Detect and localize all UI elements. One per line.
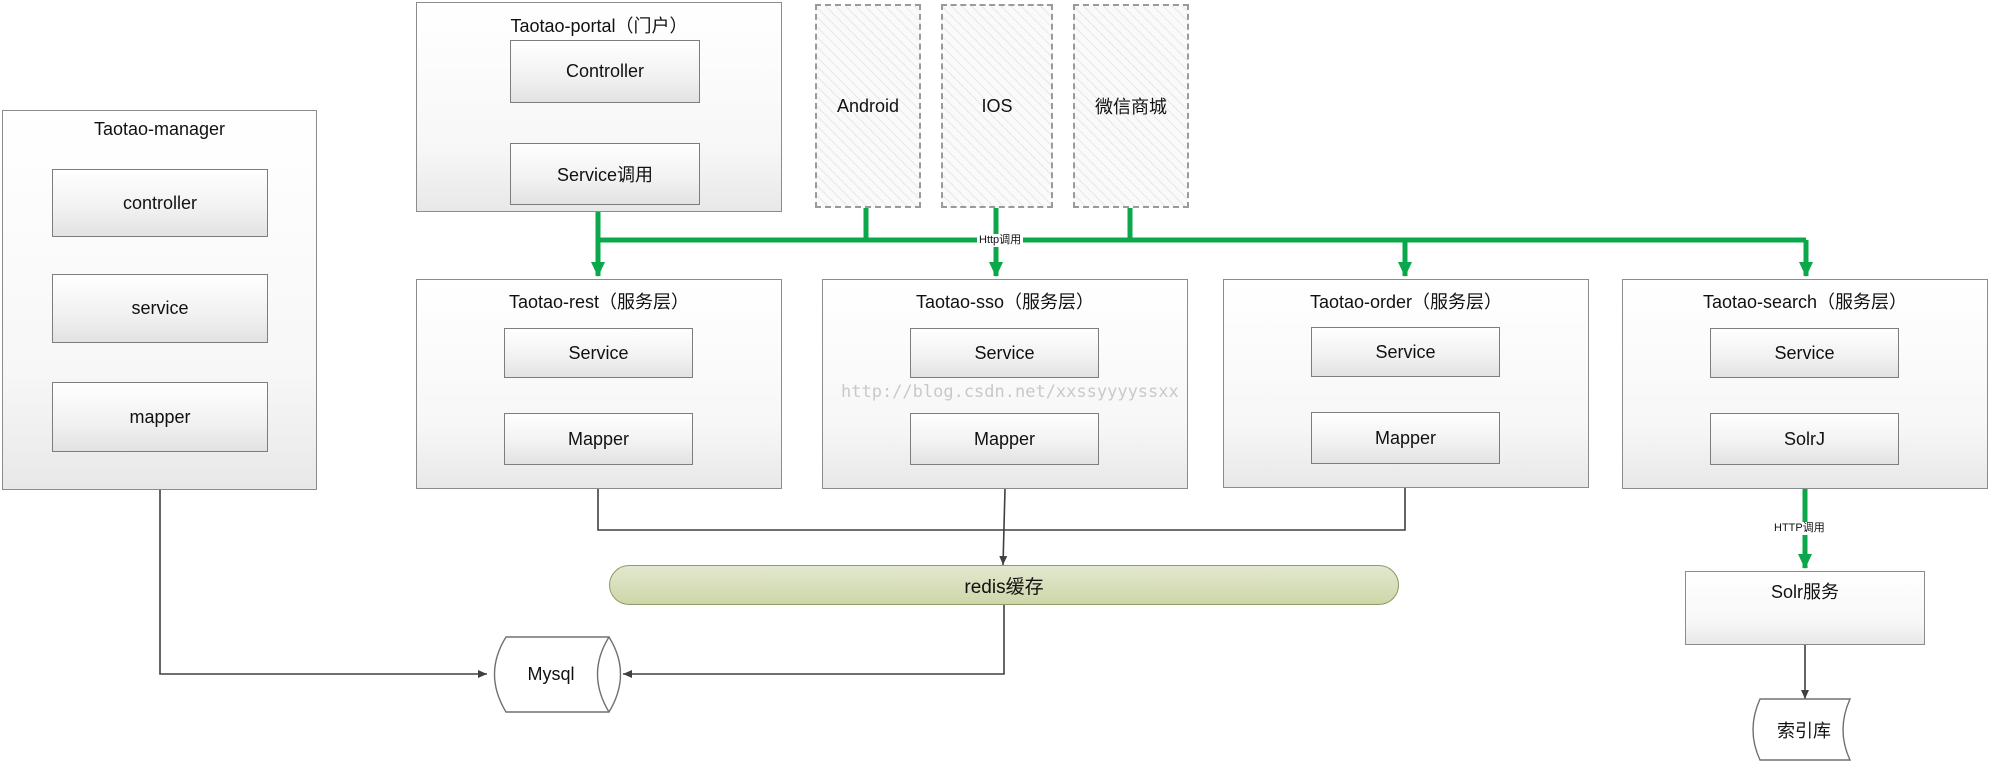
solr-service-box: Solr服务 — [1685, 571, 1925, 645]
index-store-shape — [1752, 698, 1852, 761]
client-wechat-mall: 微信商城 — [1073, 4, 1189, 208]
taotao-portal-pane: Taotao-portal（门户） — [416, 2, 782, 212]
search-solrj-box: SolrJ — [1710, 413, 1899, 465]
taotao-portal-title: Taotao-portal（门户） — [510, 16, 688, 36]
manager-controller-box: controller — [52, 169, 268, 237]
solr-http-call-label: HTTP调用 — [1772, 522, 1827, 535]
http-call-label: Http调用 — [977, 234, 1024, 247]
search-service-box: Service — [1710, 328, 1899, 378]
taotao-rest-title: Taotao-rest（服务层） — [508, 292, 690, 312]
mysql-database: Mysql — [527, 664, 575, 684]
manager-service-box: service — [52, 274, 268, 343]
manager-mapper-box: mapper — [52, 382, 268, 452]
taotao-order-title: Taotao-order（服务层） — [1309, 292, 1503, 312]
order-service-box: Service — [1311, 327, 1500, 377]
portal-controller-box: Controller — [510, 40, 700, 103]
solr-service-title: Solr服务 — [1770, 582, 1839, 602]
taotao-search-title: Taotao-search（服务层） — [1702, 292, 1908, 312]
taotao-sso-title: Taotao-sso（服务层） — [915, 292, 1095, 312]
index-store: 索引库 — [1777, 720, 1831, 741]
rest-mapper-box: Mapper — [504, 413, 693, 465]
order-mapper-box: Mapper — [1311, 412, 1500, 464]
redis-cache: redis缓存 — [609, 565, 1399, 605]
watermark: http://blog.csdn.net/xxssyyyyssxx — [841, 382, 1179, 402]
rest-service-box: Service — [504, 328, 693, 378]
sso-service-box: Service — [910, 328, 1099, 378]
client-ios: IOS — [941, 4, 1053, 208]
portal-service-call-box: Service调用 — [510, 143, 700, 205]
sso-mapper-box: Mapper — [910, 413, 1099, 465]
taotao-manager-title: Taotao-manager — [93, 119, 226, 139]
client-android: Android — [815, 4, 921, 208]
